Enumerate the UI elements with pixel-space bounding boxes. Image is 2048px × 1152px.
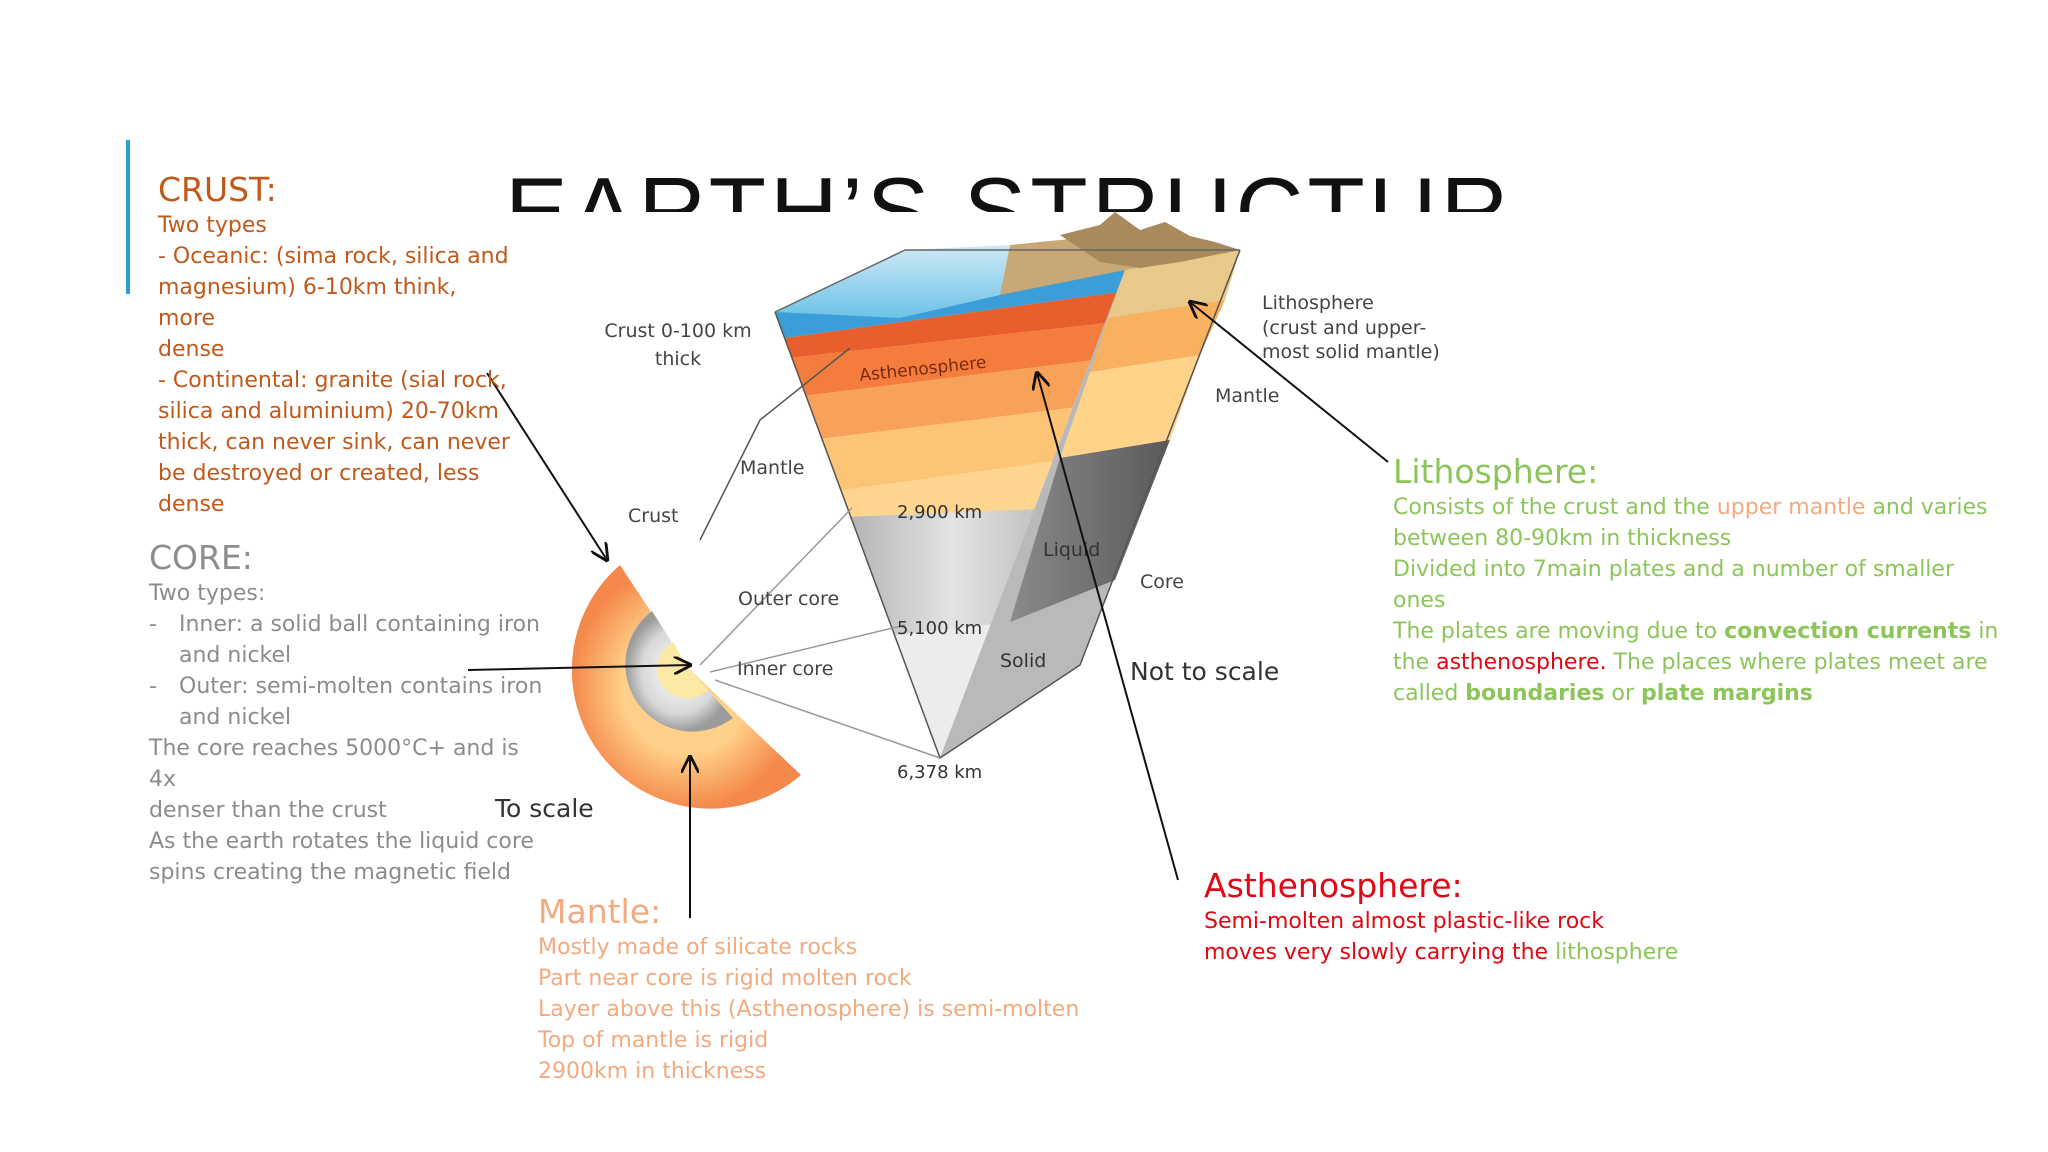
arrow-lithosphere: [1190, 302, 1389, 463]
core-text-block: CORE: Two types: Inner: a solid ball con…: [149, 538, 549, 888]
core-types-list: Inner: a solid ball containing iron and …: [149, 609, 549, 733]
label-5100-km: 5,100 km: [897, 618, 982, 639]
crust-line: be destroyed or created, less: [158, 461, 480, 486]
mantle-line: Top of mantle is rigid: [538, 1028, 769, 1053]
core-intro: Two types:: [149, 581, 266, 606]
core-line: The core reaches 5000°C+ and is 4x: [149, 736, 519, 792]
mantle-line: Part near core is rigid molten rock: [538, 966, 912, 991]
label-not-to-scale: Not to scale: [1130, 657, 1279, 686]
label-lithosphere-desc-2: most solid mantle): [1262, 341, 1440, 363]
asthenosphere-line: Semi-molten almost plastic-like rock: [1204, 909, 1605, 934]
mantle-line: Mostly made of silicate rocks: [538, 935, 858, 960]
core-heading: CORE:: [149, 538, 253, 577]
label-mantle-left: Mantle: [740, 457, 805, 479]
accent-bar: [126, 140, 130, 294]
label-crust-thickness: Crust 0-100 km: [604, 320, 751, 342]
label-crust: Crust: [628, 505, 678, 527]
ocean-surface: [775, 245, 1010, 318]
core-line: spins creating the magnetic field: [149, 860, 512, 885]
crust-line: silica and aluminium) 20-70km: [158, 399, 499, 424]
crust-line: thick, can never sink, can never: [158, 430, 510, 455]
label-to-scale: To scale: [494, 794, 594, 823]
core-type-inner: Inner: a solid ball containing iron and …: [149, 609, 549, 671]
lithosphere-text-block: Lithosphere: Consists of the crust and t…: [1393, 452, 2013, 709]
label-outer-core: Outer core: [738, 588, 839, 610]
core-type-outer: Outer: semi-molten contains iron and nic…: [149, 671, 549, 733]
crust-line: dense: [158, 337, 225, 362]
asthenosphere-heading: Asthenosphere:: [1204, 866, 1463, 905]
crust-line: magnesium) 6-10km think, more: [158, 275, 457, 331]
label-2900-km: 2,900 km: [897, 502, 982, 523]
label-lithosphere-desc-1: (crust and upper-: [1262, 317, 1426, 339]
lithosphere-line: Divided into 7main plates and a number o…: [1393, 557, 1954, 613]
crust-line: Two types: [158, 213, 267, 238]
lithosphere-line: called boundaries or plate margins: [1393, 681, 1813, 706]
label-inner-core: Inner core: [737, 658, 833, 680]
crust-line: dense: [158, 492, 225, 517]
arrow-crust: [486, 372, 607, 560]
label-6378-km: 6,378 km: [897, 762, 982, 783]
lithosphere-line: the asthenosphere. The places where plat…: [1393, 650, 1988, 675]
mantle-text-block: Mantle: Mostly made of silicate rocks Pa…: [538, 892, 1138, 1087]
mantle-line: 2900km in thickness: [538, 1059, 767, 1084]
core-line: denser than the crust: [149, 798, 387, 823]
label-core: Core: [1140, 571, 1184, 593]
mantle-line: Layer above this (Asthenosphere) is semi…: [538, 997, 1080, 1022]
label-mantle-right: Mantle: [1215, 385, 1280, 407]
asthenosphere-line: moves very slowly carrying the lithosphe…: [1204, 940, 1679, 965]
label-lithosphere: Lithosphere: [1262, 292, 1374, 314]
lithosphere-line: between 80-90km in thickness: [1393, 526, 1732, 551]
crust-text-block: CRUST: Two types - Oceanic: (sima rock, …: [158, 170, 518, 520]
lithosphere-heading: Lithosphere:: [1393, 452, 1599, 491]
mantle-heading: Mantle:: [538, 892, 662, 931]
core-line: As the earth rotates the liquid core: [149, 829, 534, 854]
label-solid: Solid: [1000, 650, 1046, 672]
slide-title: EARTH’S STRUCTURE: [505, 158, 1505, 212]
lithosphere-line: Consists of the crust and the upper mant…: [1393, 495, 1988, 520]
crust-line: - Oceanic: (sima rock, silica and: [158, 244, 509, 269]
crust-line: - Continental: granite (sial rock,: [158, 368, 507, 393]
arrow-asthenosphere: [1037, 373, 1179, 881]
label-crust-thick: thick: [655, 348, 701, 370]
asthenosphere-text-block: Asthenosphere: Semi-molten almost plasti…: [1204, 866, 1724, 968]
crust-heading: CRUST:: [158, 170, 277, 209]
lithosphere-line: The plates are moving due to convection …: [1393, 619, 1999, 644]
label-liquid: Liquid: [1043, 539, 1100, 561]
